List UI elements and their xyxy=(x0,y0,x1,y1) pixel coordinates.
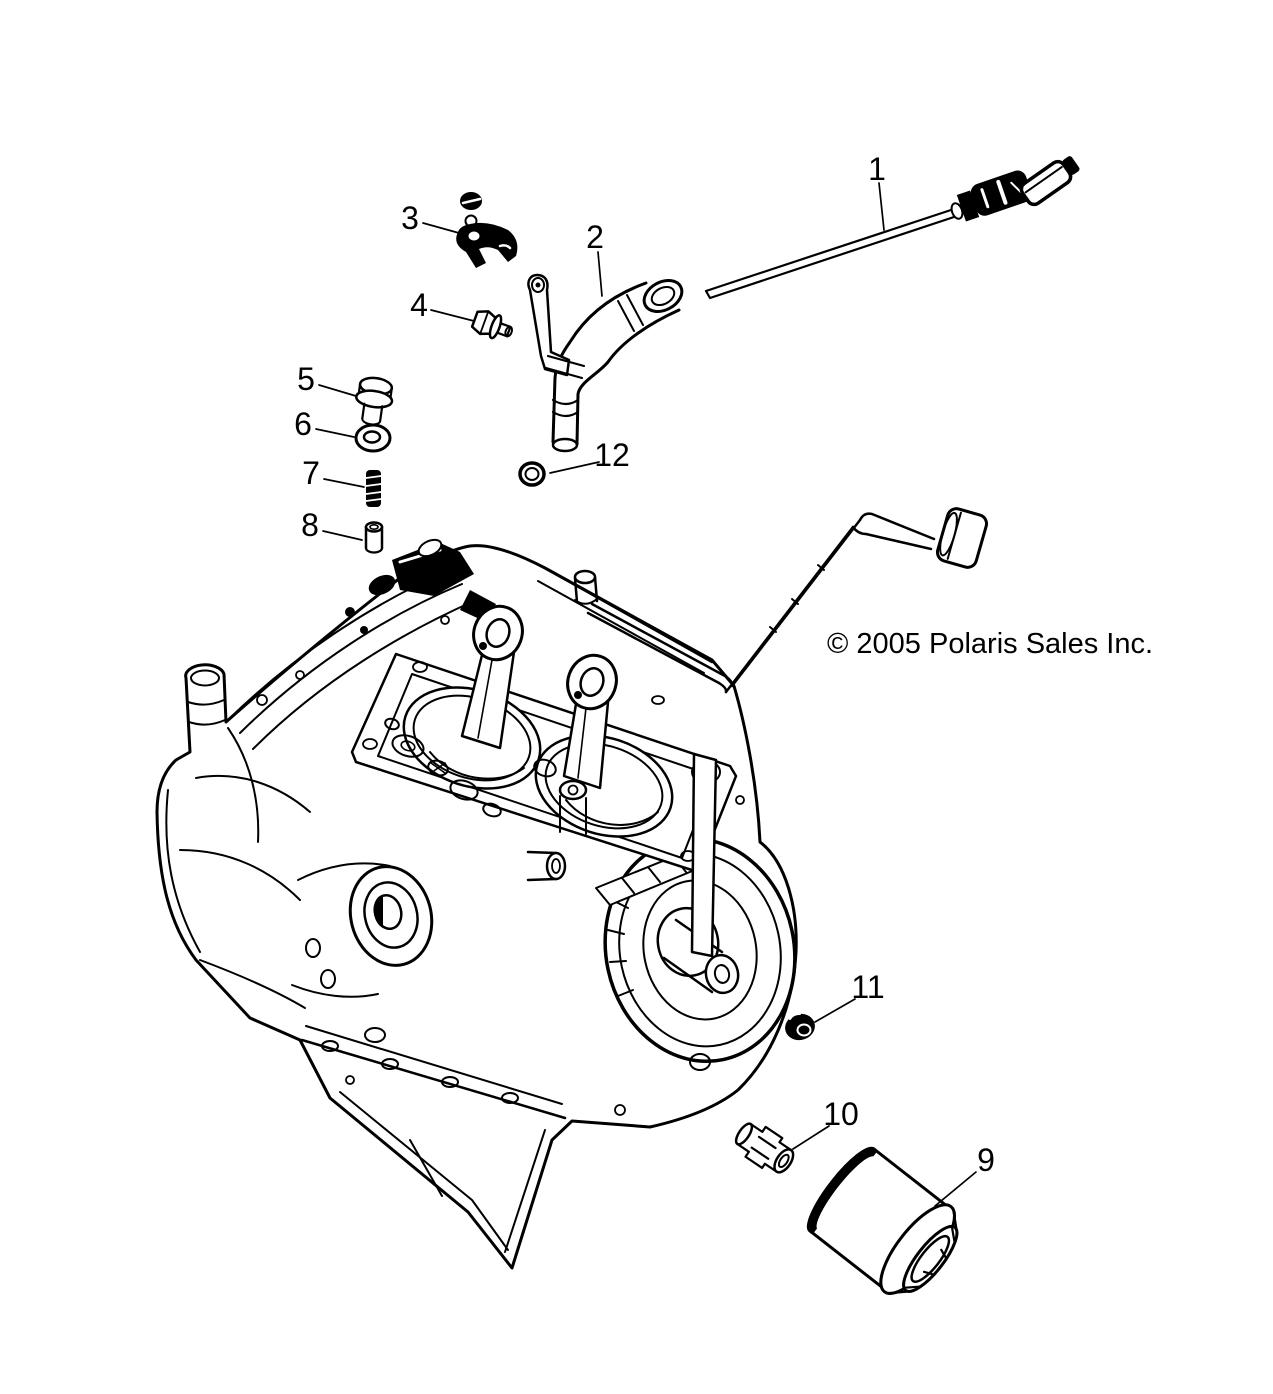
leader-line-o-ring xyxy=(549,461,600,474)
leader-line-clamp-fork xyxy=(422,222,460,234)
callout-plug: 11 xyxy=(851,969,885,1005)
part-5-plug-bolt-art xyxy=(355,376,394,426)
engine-crankcase-art xyxy=(155,538,798,1270)
callout-dipstick-tube: 2 xyxy=(586,219,604,255)
leader-line-fitting xyxy=(792,1125,830,1150)
part-9-oil-filter-art xyxy=(806,1146,959,1295)
callout-dipstick: 1 xyxy=(868,151,886,187)
part-1-dipstick-art xyxy=(704,156,1080,300)
part-8-pin-art xyxy=(364,521,384,554)
callout-spring: 7 xyxy=(302,455,320,491)
leader-line-dipstick xyxy=(878,182,885,231)
copyright-notice: © 2005 Polaris Sales Inc. xyxy=(827,628,1154,660)
leader-line-plug-bolt xyxy=(318,384,357,397)
leader-line-bolt xyxy=(430,309,475,322)
leader-line-washer xyxy=(315,428,355,438)
leader-line-plug xyxy=(814,998,856,1023)
part-12-o-ring-art xyxy=(518,461,546,487)
part-2-dipstick-tube-art xyxy=(527,273,684,453)
part-6-washer-art xyxy=(354,423,392,453)
part-7-spring-art xyxy=(365,470,382,507)
callout-washer: 6 xyxy=(294,406,312,442)
vent-tube-art xyxy=(573,507,989,694)
callout-bolt: 4 xyxy=(410,287,428,323)
leader-line-oil-filter xyxy=(934,1171,977,1207)
callout-plug-bolt: 5 xyxy=(297,361,315,397)
leader-line-pin xyxy=(322,530,363,541)
callout-pin: 8 xyxy=(301,507,319,543)
callout-fitting: 10 xyxy=(823,1096,859,1132)
part-4-bolt-art xyxy=(470,310,513,340)
part-3-clamp-fork-art xyxy=(456,192,518,268)
callout-clamp-fork: 3 xyxy=(401,200,419,236)
callout-oil-filter: 9 xyxy=(977,1142,995,1178)
part-11-plug-art xyxy=(785,1013,815,1041)
part-10-fitting-art xyxy=(734,1122,795,1174)
leader-line-spring xyxy=(323,478,365,488)
leader-line-dipstick-tube xyxy=(597,251,603,297)
callout-o-ring: 12 xyxy=(594,437,630,473)
